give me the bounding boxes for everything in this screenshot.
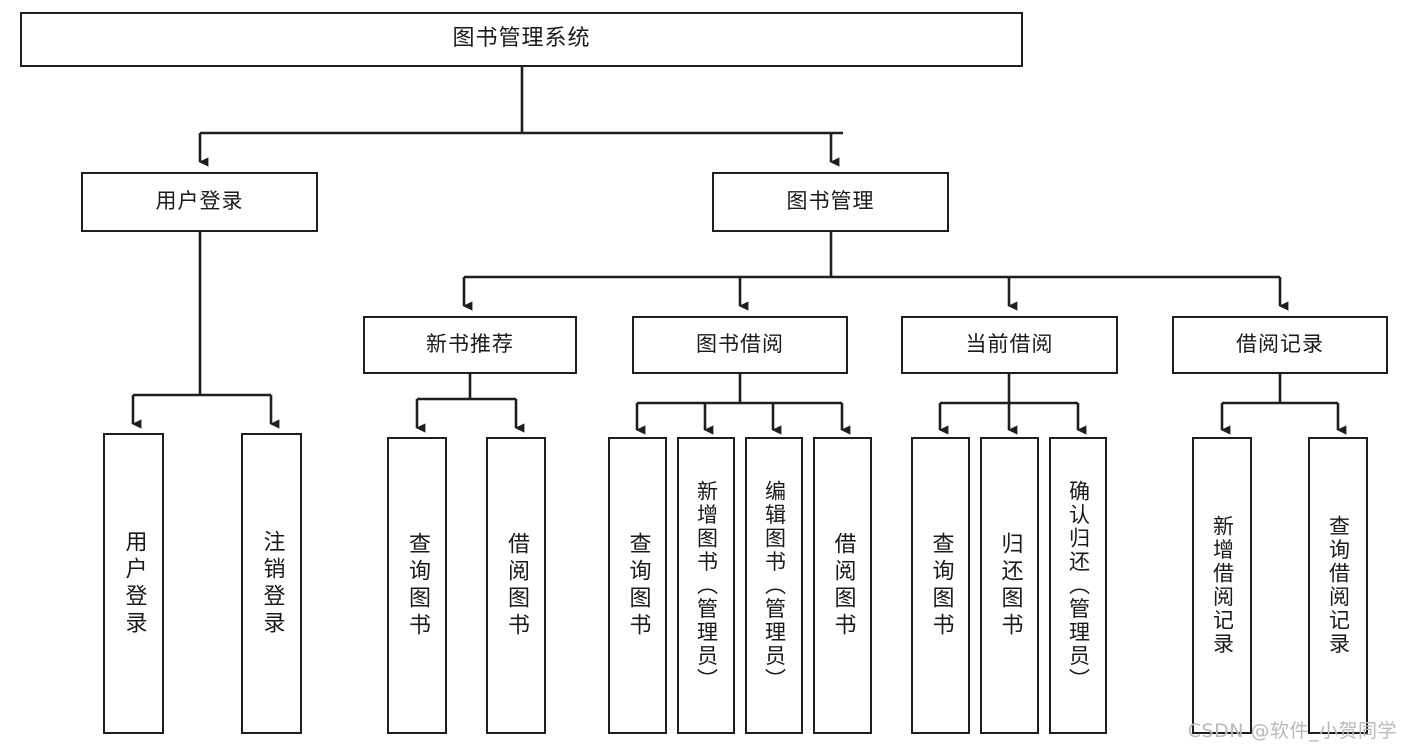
leaf-label: 借阅图书 (504, 531, 529, 640)
node-current-borrow-label: 当前借阅 (965, 332, 1054, 357)
leaf-new-book-query[interactable]: 查询图书 (387, 437, 447, 734)
leaf-label: 借阅图书 (830, 531, 856, 640)
leaf-label: 查询借阅记录 (1326, 515, 1351, 656)
leaf-user-login-logout[interactable]: 注销登录 (241, 433, 302, 734)
node-borrow-record[interactable]: 借阅记录 (1172, 316, 1388, 374)
watermark-text: CSDN @软件_小贺同学 (1187, 720, 1397, 742)
leaf-book-borrow-borrow[interactable]: 借阅图书 (813, 437, 872, 734)
leaf-book-borrow-query[interactable]: 查询图书 (608, 437, 667, 734)
node-user-login[interactable]: 用户登录 (81, 172, 318, 232)
leaf-label: 用户登录 (121, 529, 147, 638)
leaf-new-book-borrow[interactable]: 借阅图书 (486, 437, 546, 734)
leaf-book-borrow-add[interactable]: 新增图书（管理员） (677, 437, 735, 734)
node-book-borrow-label: 图书借阅 (696, 332, 784, 357)
leaf-label: 新增借阅记录 (1210, 515, 1235, 656)
node-current-borrow[interactable]: 当前借阅 (901, 316, 1118, 374)
leaf-label: 新增图书（管理员） (694, 479, 719, 692)
leaf-current-borrow-return[interactable]: 归还图书 (980, 437, 1039, 734)
leaf-label: 确认归还（管理员） (1066, 479, 1091, 692)
leaf-label: 编辑图书（管理员） (762, 479, 787, 692)
leaf-label: 查询图书 (928, 531, 954, 640)
node-borrow-record-label: 借阅记录 (1236, 332, 1324, 357)
leaf-current-borrow-confirm-return[interactable]: 确认归还（管理员） (1049, 437, 1107, 734)
leaf-label: 归还图书 (997, 531, 1023, 640)
leaf-borrow-record-add[interactable]: 新增借阅记录 (1192, 437, 1252, 734)
leaf-label: 查询图书 (625, 531, 651, 640)
node-book-management-label: 图书管理 (786, 189, 875, 214)
node-root-label: 图书管理系统 (452, 26, 591, 52)
node-book-management[interactable]: 图书管理 (712, 172, 949, 232)
leaf-book-borrow-edit[interactable]: 编辑图书（管理员） (745, 437, 803, 734)
leaf-label: 查询图书 (405, 531, 430, 640)
leaf-borrow-record-query[interactable]: 查询借阅记录 (1308, 437, 1368, 734)
node-new-book-recommend-label: 新书推荐 (426, 332, 514, 357)
leaf-label: 注销登录 (259, 529, 285, 638)
node-new-book-recommend[interactable]: 新书推荐 (363, 316, 577, 374)
node-book-borrow[interactable]: 图书借阅 (632, 316, 848, 374)
leaf-user-login-login[interactable]: 用户登录 (103, 433, 164, 734)
leaf-current-borrow-query[interactable]: 查询图书 (911, 437, 970, 734)
node-user-login-label: 用户登录 (155, 189, 244, 214)
node-root[interactable]: 图书管理系统 (20, 12, 1023, 67)
